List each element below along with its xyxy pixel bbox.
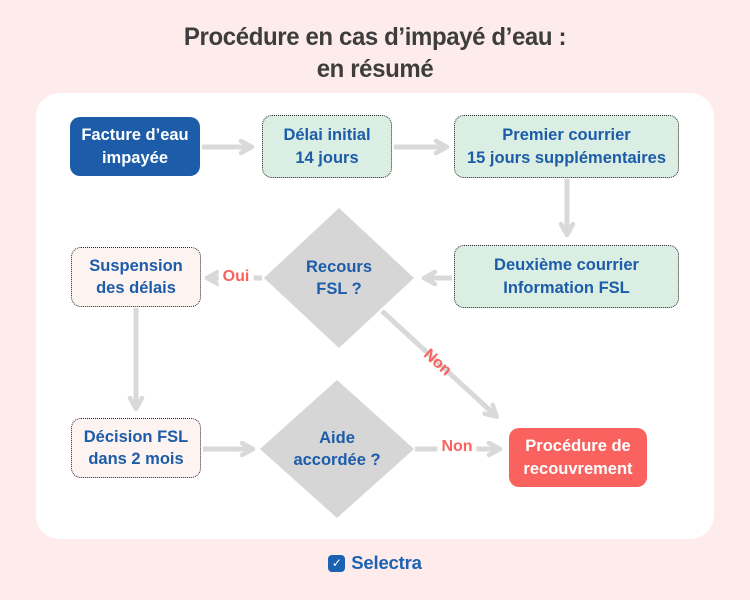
node-recouvrement-line2: recouvrement bbox=[523, 459, 633, 478]
node-delai-line1: Délai initial bbox=[283, 126, 371, 145]
node-suspension-delais: Suspension des délais bbox=[71, 247, 201, 307]
page-title-line2: en résumé bbox=[316, 55, 434, 83]
footer-logo: ✓ Selectra bbox=[0, 552, 750, 574]
decision-recours-line1: Recours bbox=[305, 257, 373, 276]
check-icon: ✓ bbox=[328, 554, 346, 572]
page-title: Procédure en cas d’impayé d’eau : en rés… bbox=[15, 0, 735, 85]
node-premier-line1: Premier courrier bbox=[502, 126, 631, 145]
node-facture-line2: impayée bbox=[101, 148, 169, 167]
node-delai-initial: Délai initial 14 jours bbox=[262, 115, 392, 178]
node-premier-courrier: Premier courrier 15 jours supplémentaire… bbox=[454, 115, 679, 178]
node-deuxieme-line1: Deuxième courrier bbox=[494, 256, 639, 275]
page-title-line1: Procédure en cas d’impayé d’eau : bbox=[183, 23, 567, 51]
decision-aide-line2: accordée ? bbox=[293, 451, 381, 469]
node-suspension-line2: des délais bbox=[96, 279, 176, 297]
node-decision-fsl: Décision FSL dans 2 mois bbox=[71, 418, 201, 478]
node-delai-line2: 14 jours bbox=[295, 148, 359, 167]
flowchart-card: Facture d’eau impayée Délai initial 14 j… bbox=[36, 93, 714, 539]
brand-name: Selectra bbox=[351, 552, 422, 573]
node-facture-impayee: Facture d’eau impayée bbox=[70, 117, 200, 176]
node-decision-line1: Décision FSL bbox=[83, 427, 189, 446]
node-suspension-line1: Suspension bbox=[89, 256, 183, 275]
node-premier-line2: 15 jours supplémentaires bbox=[467, 148, 666, 167]
arrow-recours-to-recouvrement bbox=[380, 309, 499, 419]
node-deuxieme-courrier: Deuxième courrier Information FSL bbox=[454, 245, 679, 308]
decision-aide-line1: Aide bbox=[319, 428, 355, 447]
node-facture-line1: Facture d’eau bbox=[81, 126, 189, 145]
edge-label-non-aide: Non bbox=[437, 438, 477, 456]
edge-label-oui: Oui bbox=[218, 268, 254, 286]
decision-recours-line2: FSL ? bbox=[316, 280, 362, 298]
node-recouvrement-line1: Procédure de bbox=[525, 437, 631, 456]
node-deuxieme-line2: Information FSL bbox=[503, 278, 630, 297]
node-decision-line2: dans 2 mois bbox=[88, 450, 184, 468]
node-procedure-recouvrement: Procédure de recouvrement bbox=[509, 428, 647, 487]
